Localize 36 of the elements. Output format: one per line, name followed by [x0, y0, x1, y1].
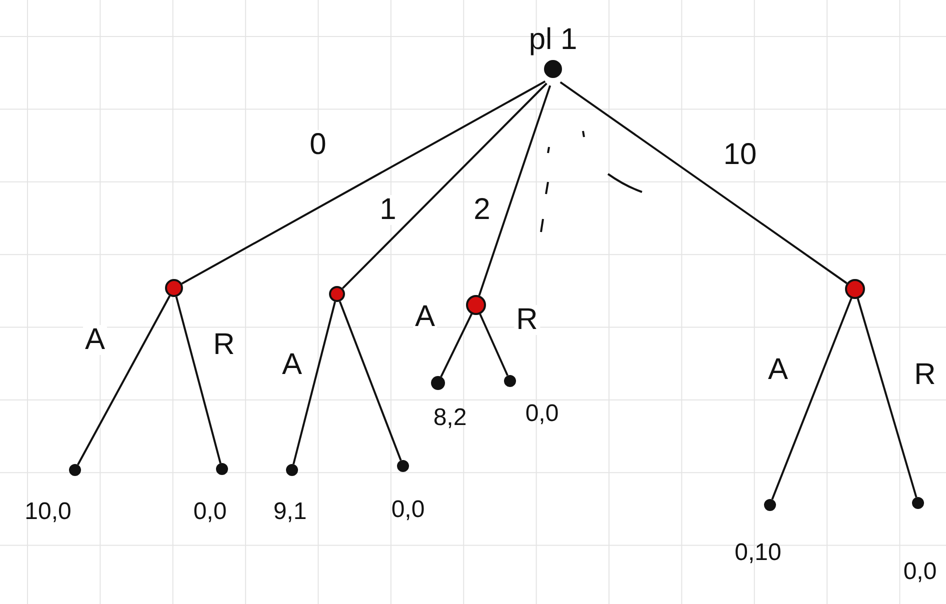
- decision-node: [466, 295, 486, 315]
- tree-branch: [338, 301, 402, 461]
- terminal-node: [216, 463, 228, 475]
- tree-branch: [440, 314, 473, 378]
- terminal-node: [504, 375, 516, 387]
- tree-branch: [175, 296, 222, 464]
- terminal-node: [397, 460, 409, 472]
- payoff-label: 9,1: [273, 497, 307, 527]
- tree-branch: [479, 314, 508, 376]
- tree-branch: [856, 298, 918, 498]
- edge-label: 0: [308, 130, 328, 160]
- tree-branch: [342, 82, 548, 290]
- decision-node: [165, 279, 183, 297]
- tree-branch: [478, 85, 552, 296]
- terminal-node: [69, 464, 81, 476]
- tree-branch: [76, 295, 171, 466]
- payoff-label: 0,0: [391, 495, 425, 525]
- terminal-node: [912, 497, 924, 509]
- player-label: pl 1: [528, 22, 578, 58]
- payoff-label: 0,10: [734, 538, 782, 568]
- decision-node: [845, 279, 865, 299]
- payoff-label: 0,0: [903, 557, 937, 587]
- terminal-node: [286, 464, 298, 476]
- payoff-label: 0,0: [193, 497, 227, 527]
- terminal-node: [764, 499, 776, 511]
- tree-branch: [181, 80, 546, 284]
- tree-branch: [771, 298, 852, 500]
- tree-branch: [292, 302, 336, 464]
- terminal-node: [431, 376, 445, 390]
- payoff-label: 0,0: [525, 399, 559, 429]
- tree-branch: [560, 81, 848, 284]
- edge-label: R: [514, 305, 540, 335]
- edge-label: A: [83, 325, 107, 355]
- decision-node: [329, 286, 345, 302]
- payoff-label: 8,2: [433, 403, 467, 433]
- payoff-label: 10,0: [24, 497, 72, 527]
